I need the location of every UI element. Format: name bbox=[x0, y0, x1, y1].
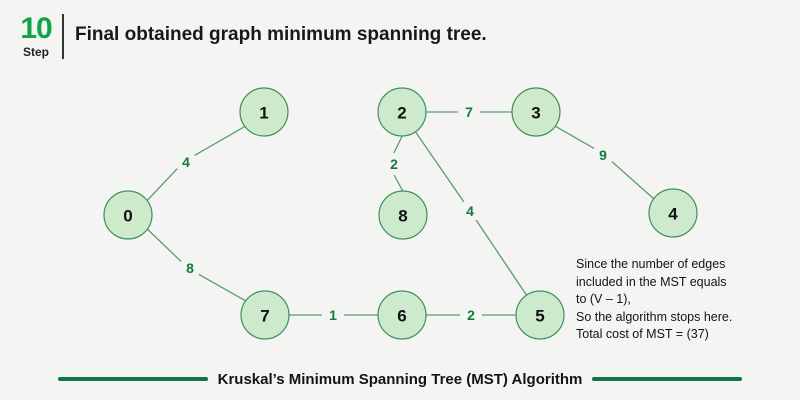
graph-node-4[interactable]: 4 bbox=[648, 188, 698, 238]
edges-layer bbox=[146, 111, 655, 316]
node-circle[interactable] bbox=[511, 87, 561, 137]
graph-node-8[interactable]: 8 bbox=[378, 190, 428, 240]
note-line: Since the number of edges bbox=[576, 257, 726, 271]
node-circle[interactable] bbox=[378, 190, 428, 240]
graph-edge bbox=[393, 174, 404, 192]
node-circle[interactable] bbox=[515, 290, 565, 340]
node-circle[interactable] bbox=[377, 87, 427, 137]
graph-canvas: 4 8 7 2 4 9 1 2 0 1 2 3 4 5 6 7 8 bbox=[0, 72, 800, 355]
node-circle[interactable] bbox=[239, 87, 289, 137]
graph-edge bbox=[475, 219, 528, 296]
node-circle[interactable] bbox=[648, 188, 698, 238]
node-label: 8 bbox=[398, 207, 407, 226]
step-indicator: 10 Step bbox=[10, 12, 62, 59]
node-label: 5 bbox=[535, 307, 544, 326]
header-divider bbox=[62, 14, 64, 59]
graph-edge bbox=[146, 228, 182, 262]
graph-node-6[interactable]: 6 bbox=[377, 290, 427, 340]
node-label: 7 bbox=[260, 307, 269, 326]
graph-edge bbox=[393, 135, 403, 154]
graph-edge bbox=[146, 168, 178, 201]
graph-node-3[interactable]: 3 bbox=[511, 87, 561, 137]
graph-node-1[interactable]: 1 bbox=[239, 87, 289, 137]
graph-node-7[interactable]: 7 bbox=[240, 290, 290, 340]
graph-node-5[interactable]: 5 bbox=[515, 290, 565, 340]
edge-weight-label: 1 bbox=[329, 307, 337, 323]
edge-weights-layer: 4 8 7 2 4 9 1 2 bbox=[182, 104, 607, 323]
note-line: So the algorithm stops here. bbox=[576, 309, 733, 324]
graph-edge bbox=[194, 125, 246, 156]
edge-weight-label: 4 bbox=[182, 154, 190, 170]
node-label: 2 bbox=[397, 104, 406, 123]
node-label: 4 bbox=[668, 205, 678, 224]
footer-rule-right bbox=[592, 377, 743, 381]
edge-weight-label: 9 bbox=[599, 147, 607, 163]
step-number: 10 bbox=[20, 12, 52, 45]
page-title: Final obtained graph minimum spanning tr… bbox=[75, 24, 487, 45]
explanation-note: Since the number of edges included in th… bbox=[576, 256, 796, 344]
node-label: 6 bbox=[397, 307, 406, 326]
node-circle[interactable] bbox=[103, 190, 153, 240]
edge-weight-label: 8 bbox=[186, 260, 194, 276]
graph-edge bbox=[554, 125, 595, 150]
edge-weight-label: 7 bbox=[465, 104, 473, 120]
nodes-layer: 0 1 2 3 4 5 6 7 8 bbox=[103, 87, 698, 340]
footer: Kruskal’s Minimum Spanning Tree (MST) Al… bbox=[0, 358, 800, 400]
edge-weight-label: 2 bbox=[467, 307, 475, 323]
node-circle[interactable] bbox=[240, 290, 290, 340]
node-label: 3 bbox=[531, 104, 540, 123]
graph-node-0[interactable]: 0 bbox=[103, 190, 153, 240]
note-line: included in the MST equals bbox=[576, 274, 727, 289]
edge-weight-label: 2 bbox=[390, 156, 398, 172]
header: 10 Step Final obtained graph minimum spa… bbox=[0, 0, 800, 72]
graph-edge bbox=[611, 161, 655, 200]
edge-weight-label: 4 bbox=[466, 203, 474, 219]
graph-node-2[interactable]: 2 bbox=[377, 87, 427, 137]
note-line: Total cost of MST = (37) bbox=[576, 327, 709, 341]
step-label: Step bbox=[22, 45, 49, 59]
footer-caption: Kruskal’s Minimum Spanning Tree (MST) Al… bbox=[217, 370, 583, 388]
node-label: 1 bbox=[259, 104, 268, 123]
footer-rule-left bbox=[57, 377, 208, 381]
node-label: 0 bbox=[123, 207, 132, 226]
graph-edge bbox=[414, 131, 465, 203]
node-circle[interactable] bbox=[377, 290, 427, 340]
graph-svg: 4 8 7 2 4 9 1 2 0 1 2 3 4 5 6 7 8 bbox=[103, 87, 698, 340]
note-line: to (V – 1), bbox=[576, 292, 631, 306]
graph-edge bbox=[198, 273, 246, 302]
